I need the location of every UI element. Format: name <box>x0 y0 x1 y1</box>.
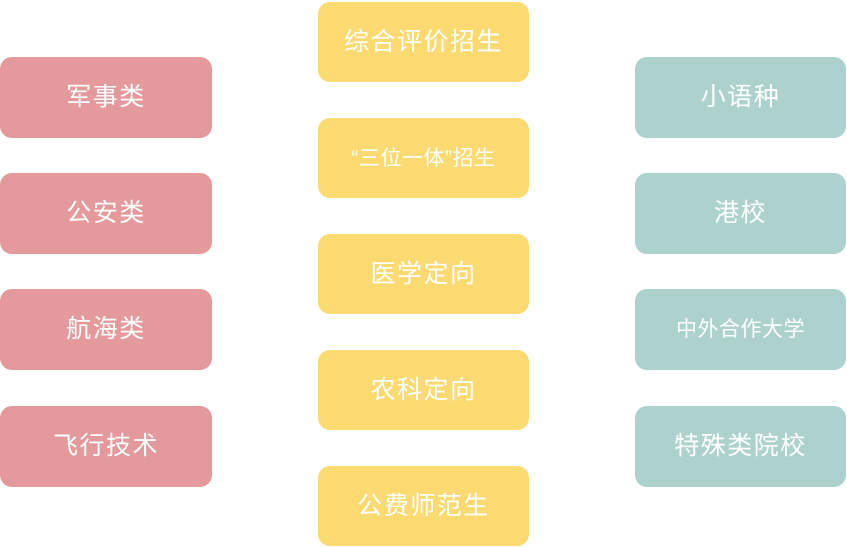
card-military[interactable]: 军事类 <box>0 57 212 138</box>
card-hong-kong-universities[interactable]: 港校 <box>635 173 846 254</box>
card-three-in-one-admission[interactable]: “三位一体”招生 <box>318 118 529 198</box>
card-label: 公安类 <box>66 199 146 227</box>
card-label: 飞行技术 <box>52 432 159 460</box>
card-label: 农科定向 <box>370 375 477 404</box>
card-label: 小语种 <box>700 83 781 111</box>
card-label: 公费师范生 <box>357 491 490 520</box>
card-public-safety[interactable]: 公安类 <box>0 173 212 254</box>
card-public-funded-teacher-student[interactable]: 公费师范生 <box>318 466 529 546</box>
card-label: “三位一体”招生 <box>351 146 496 170</box>
card-flight-technology[interactable]: 飞行技术 <box>0 406 212 487</box>
card-sino-foreign-cooperative-university[interactable]: 中外合作大学 <box>635 289 846 370</box>
column-military-public-safety: 军事类 公安类 航海类 飞行技术 <box>0 0 212 547</box>
card-special-type-institutions[interactable]: 特殊类院校 <box>635 406 846 487</box>
card-label: 港校 <box>713 199 767 227</box>
card-medical-directed[interactable]: 医学定向 <box>318 234 529 314</box>
card-label: 航海类 <box>66 315 146 343</box>
card-label: 综合评价招生 <box>343 27 503 56</box>
card-label: 军事类 <box>66 83 146 111</box>
column-special-admission: 综合评价招生 “三位一体”招生 医学定向 农科定向 公费师范生 <box>318 0 529 547</box>
card-label: 中外合作大学 <box>676 318 805 341</box>
card-label: 特殊类院校 <box>674 432 807 460</box>
card-comprehensive-evaluation-admission[interactable]: 综合评价招生 <box>318 2 529 82</box>
card-label: 医学定向 <box>370 259 477 288</box>
column-special-institutions: 小语种 港校 中外合作大学 特殊类院校 <box>635 0 846 547</box>
card-navigation[interactable]: 航海类 <box>0 289 212 370</box>
card-agriculture-directed[interactable]: 农科定向 <box>318 350 529 430</box>
card-minor-languages[interactable]: 小语种 <box>635 57 846 138</box>
